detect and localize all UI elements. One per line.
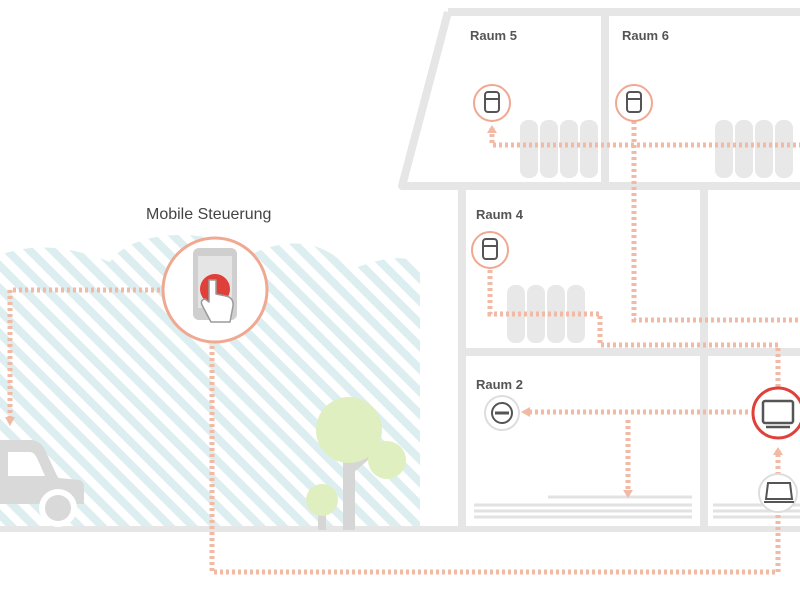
laptop-icon [758,473,798,513]
radiator-icon [520,120,598,178]
thermostat-icon [473,84,511,122]
tree-icon [306,397,406,530]
floor-heating [474,495,800,519]
mobile-control-node [161,236,269,344]
room-label-raum2: Raum 2 [476,377,523,392]
house-structure [398,8,800,529]
room-label-raum4: Raum 4 [476,207,523,222]
radiator-icon [715,120,793,178]
thermostat-icon [471,231,509,269]
floor-thermostat-icon [484,395,520,431]
room-label-raum5: Raum 5 [470,28,517,43]
thermostat-icon [615,84,653,122]
control-unit-monitor-icon [751,386,800,440]
room-label-raum6: Raum 6 [622,28,669,43]
signal-flow-lines [7,115,800,575]
mobile-control-title: Mobile Steuerung [146,206,272,223]
car-icon [0,440,84,527]
